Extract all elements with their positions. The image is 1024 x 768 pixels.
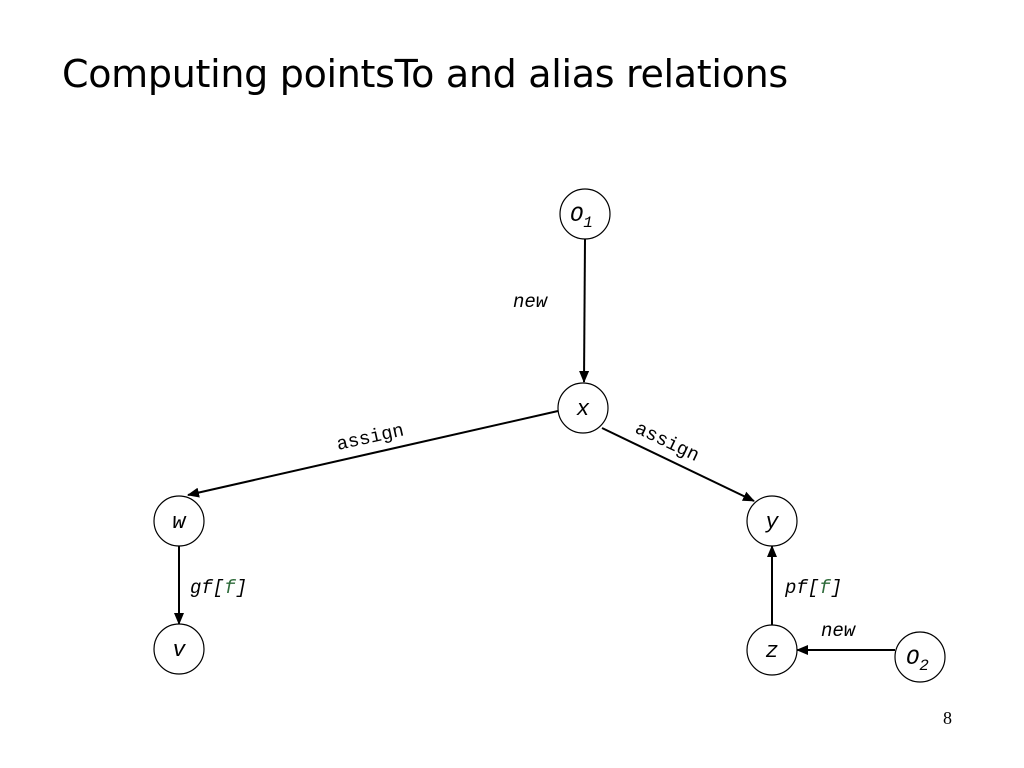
node-z-label: z bbox=[765, 639, 778, 664]
node-o1-label: O bbox=[570, 203, 583, 228]
node-o2-label: O bbox=[906, 646, 919, 671]
edge-label-new-o1: new bbox=[513, 291, 549, 313]
node-x: x bbox=[557, 382, 609, 434]
node-z: z bbox=[746, 624, 798, 676]
slide-title: Computing pointsTo and alias relations bbox=[62, 52, 788, 96]
gf-field: f bbox=[224, 577, 236, 599]
node-w-label: w bbox=[172, 510, 187, 535]
node-o1: O1 bbox=[559, 188, 611, 240]
page-number: 8 bbox=[943, 708, 952, 728]
gf-prefix: gf[ bbox=[190, 577, 224, 599]
pf-field: f bbox=[819, 577, 831, 599]
edge-label-pf: pf[f] bbox=[784, 577, 842, 599]
node-y-label: y bbox=[764, 510, 779, 535]
svg-text:O1: O1 bbox=[570, 203, 593, 232]
edge-x-to-y bbox=[601, 427, 755, 502]
edge-x-to-w bbox=[187, 410, 559, 498]
edge-label-assign-x-w: assign bbox=[335, 420, 407, 456]
node-o2: O2 bbox=[894, 631, 946, 683]
pf-prefix: pf[ bbox=[784, 577, 819, 599]
pf-suffix: ] bbox=[831, 577, 842, 599]
node-v: v bbox=[153, 623, 205, 675]
edge-o1-to-x bbox=[579, 238, 590, 383]
gf-suffix: ] bbox=[236, 577, 247, 599]
node-y: y bbox=[746, 495, 798, 547]
edge-label-gf: gf[f] bbox=[190, 577, 247, 599]
node-w: w bbox=[153, 495, 205, 547]
node-v-label: v bbox=[172, 638, 186, 663]
svg-text:O2: O2 bbox=[906, 646, 929, 675]
edge-label-new-o2: new bbox=[821, 620, 857, 642]
node-o2-sub: 2 bbox=[919, 657, 929, 675]
node-o1-sub: 1 bbox=[583, 214, 593, 232]
node-x-label: x bbox=[575, 397, 590, 422]
